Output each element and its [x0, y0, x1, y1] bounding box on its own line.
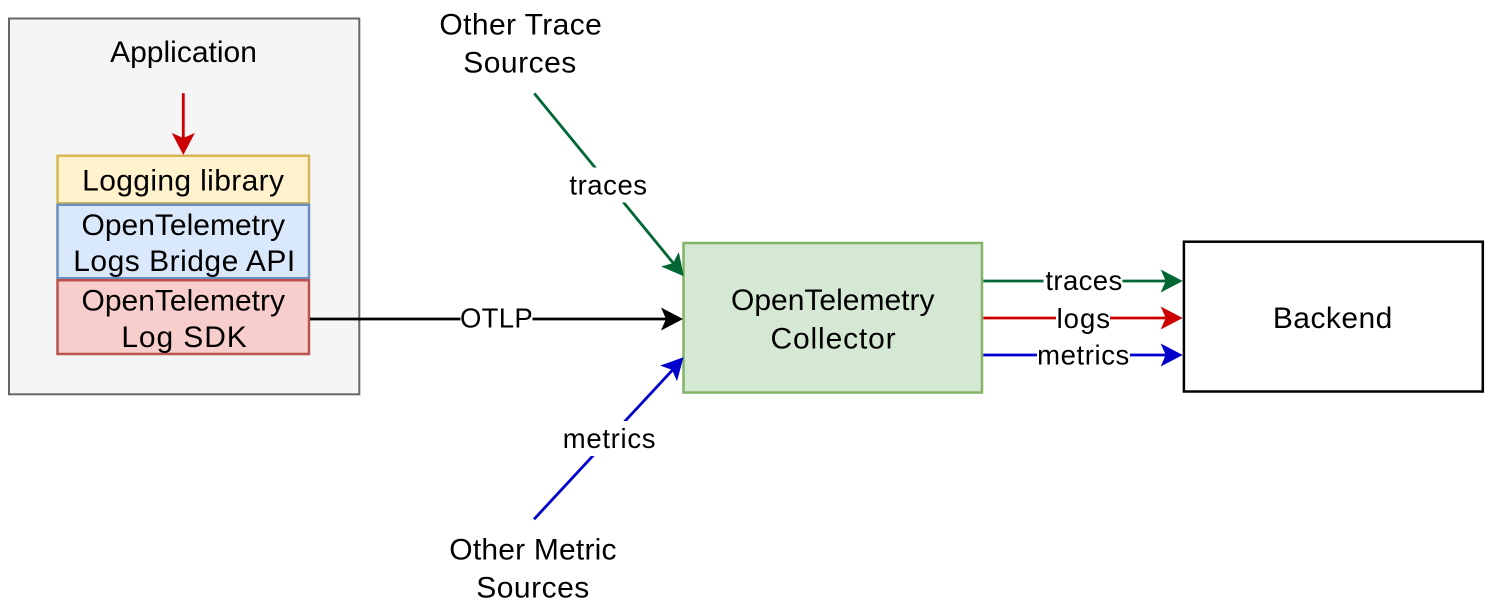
svg-text:Other Trace: Other Trace [439, 9, 602, 42]
svg-text:Log SDK: Log SDK [121, 321, 247, 354]
svg-text:Logs Bridge API: Logs Bridge API [73, 245, 296, 278]
svg-text:metrics: metrics [1037, 339, 1130, 370]
svg-text:OpenTelemetry: OpenTelemetry [82, 209, 285, 242]
svg-text:Other Metric: Other Metric [449, 533, 616, 566]
svg-text:traces: traces [1045, 265, 1122, 296]
svg-text:traces: traces [569, 169, 647, 200]
svg-text:Sources: Sources [463, 47, 577, 80]
svg-text:metrics: metrics [563, 423, 657, 454]
svg-text:OpenTelemetry: OpenTelemetry [82, 285, 285, 318]
svg-text:Sources: Sources [476, 572, 590, 605]
svg-text:Logging library: Logging library [82, 165, 284, 198]
svg-text:Collector: Collector [770, 322, 896, 355]
svg-text:logs: logs [1057, 303, 1111, 334]
svg-text:OTLP: OTLP [460, 302, 533, 333]
svg-text:OpenTelemetry: OpenTelemetry [731, 284, 934, 317]
svg-text:Backend: Backend [1273, 302, 1393, 335]
svg-text:Application: Application [110, 36, 257, 69]
